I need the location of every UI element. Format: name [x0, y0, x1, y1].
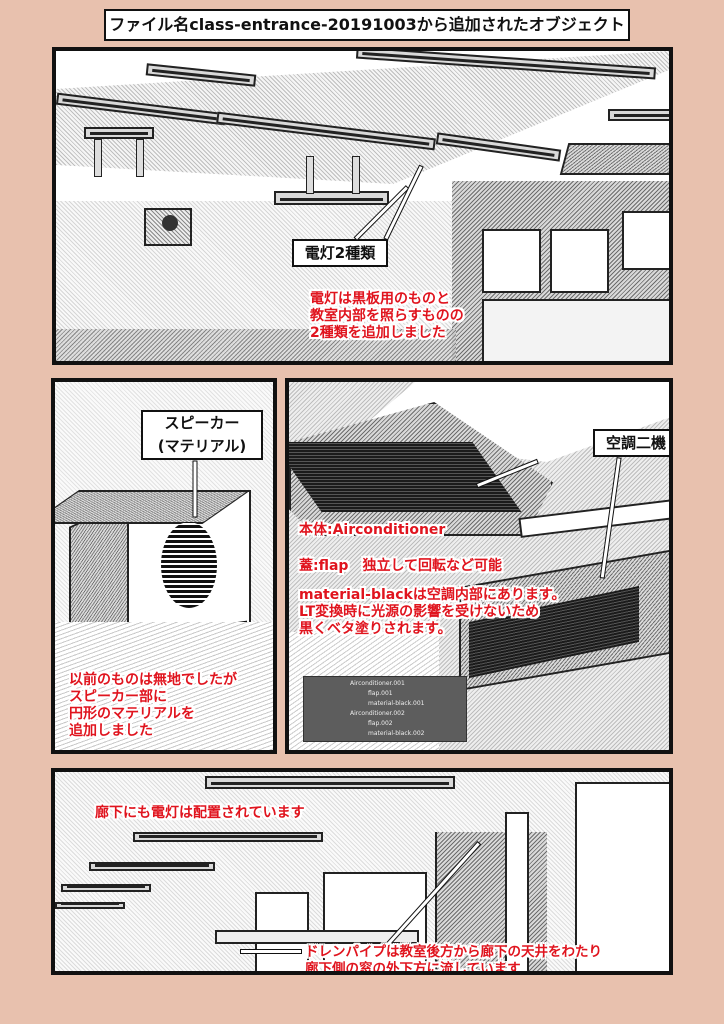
note-speaker: 以前のものは無地でしたがスピーカー部に円形のマテリアルを追加しました — [69, 672, 237, 739]
label-speaker: スピーカー(マテリアル) — [141, 410, 263, 460]
corridor-lamp — [61, 884, 151, 892]
label-lights: 電灯2種類 — [292, 239, 388, 267]
note-body: 本体:Airconditioner — [299, 522, 446, 538]
corridor-lamp — [55, 902, 125, 909]
object-outliner: Airconditioner.001 flap.001 material-bla… — [303, 676, 467, 742]
note-material: material-blackは空調内部にあります。LT変換時に光源の影響を受けな… — [299, 587, 566, 637]
note-flap: 蓋:flap 独立して回転など可能 — [299, 558, 503, 574]
corridor-lamp — [133, 832, 323, 842]
corridor-lamp — [89, 862, 215, 871]
blackboard-lamp — [84, 127, 154, 139]
note-drain-pipe: ドレンパイプは教室後方から廊下の天井をわたり廊下側の窓の外下方に流しています — [305, 944, 602, 975]
blackboard-lamp — [274, 191, 389, 205]
ceiling-lamp — [608, 109, 669, 121]
panel-corridor: 廊下にも電灯は配置されています ドレンパイプは教室後方から廊下の天井をわたり廊下… — [51, 768, 673, 975]
speaker-grille — [161, 522, 217, 608]
panel-air-conditioners: 空調二機 本体:Airconditioner 蓋:flap 独立して回転など可能… — [285, 378, 673, 754]
page-title: ファイル名class-entrance-20191003から追加されたオブジェク… — [104, 9, 630, 41]
corridor-lamp — [205, 776, 455, 789]
panel-speaker: スピーカー(マテリアル) 以前のものは無地でしたがスピーカー部に円形のマテリアル… — [51, 378, 277, 754]
note-corridor-lights: 廊下にも電灯は配置されています — [95, 805, 305, 821]
label-air-conditioners: 空調二機 — [593, 429, 669, 457]
speaker — [144, 208, 192, 246]
